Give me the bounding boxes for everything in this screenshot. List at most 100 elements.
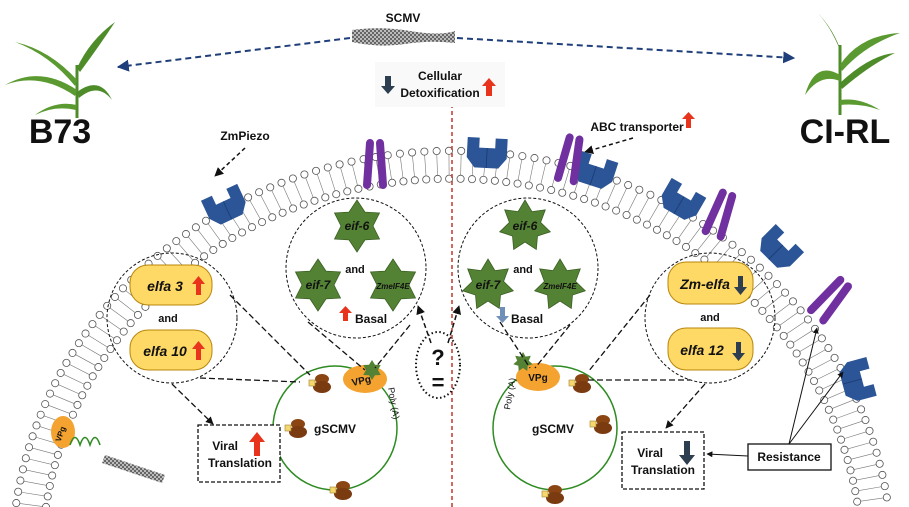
lipid-head: [830, 353, 839, 362]
lipid-head: [153, 251, 162, 260]
lipid-head: [824, 405, 833, 414]
small-star-icon: [363, 360, 381, 380]
lipid-head: [506, 150, 515, 159]
lipid-head: [247, 223, 256, 232]
lipid-head: [41, 400, 50, 409]
question-equal: ? =: [415, 305, 462, 399]
down-arrow-icon: [734, 276, 747, 295]
lipid-head: [83, 381, 92, 390]
cell-membrane: [12, 146, 891, 507]
virion-icon: [352, 28, 455, 46]
lipid-head: [18, 465, 27, 474]
lipid-head: [788, 297, 797, 306]
lipid-head: [468, 175, 477, 184]
lipid-head: [347, 157, 356, 166]
channel-protein-icon: [839, 357, 877, 401]
eif-star: eif-6: [333, 199, 381, 253]
lipid-head: [456, 174, 465, 183]
lipid-head: [332, 190, 341, 199]
lipid-head: [126, 319, 135, 328]
lipid-head: [569, 191, 578, 200]
lipid-head: [88, 320, 97, 329]
lipid-head: [43, 492, 52, 501]
lipid-head: [420, 147, 429, 156]
basal-label: Basal: [511, 312, 543, 326]
lipid-head: [335, 160, 344, 169]
lipid-head: [837, 435, 846, 444]
up-arrow-icon: [192, 341, 205, 360]
lipid-head: [755, 263, 764, 272]
up-arrow-icon: [249, 432, 265, 456]
lipid-head: [653, 225, 662, 234]
lipid-head: [68, 348, 77, 357]
lipid-head: [36, 410, 45, 419]
lipid-head: [445, 174, 454, 183]
and-label: and: [158, 313, 178, 325]
lipid-head: [172, 237, 181, 246]
lipid-head: [601, 202, 610, 211]
lipid-head: [278, 208, 287, 217]
star-icon: [333, 199, 381, 253]
lipid-head: [772, 280, 781, 289]
abc-transporter-icon: [807, 275, 852, 325]
svg-text:eif-7: eif-7: [476, 278, 502, 292]
down-arrow-icon: [732, 342, 745, 361]
lipid-head: [110, 292, 119, 301]
lipid-head: [14, 487, 23, 496]
right-elfa-box-1: Zm-elfa: [667, 261, 754, 305]
lipid-head: [691, 249, 700, 258]
lipid-head: [32, 421, 41, 430]
eif-star: eif-7: [461, 258, 515, 310]
lipid-head: [632, 215, 641, 224]
lipid-head: [395, 149, 404, 158]
lipid-head: [815, 386, 824, 395]
scmv-virion: SCMV: [352, 11, 455, 46]
lipid-head: [181, 230, 190, 239]
channel-protein-icon: [200, 183, 246, 225]
lipid-head: [803, 315, 812, 324]
lipid-head: [662, 231, 671, 240]
lipid-head: [779, 331, 788, 340]
channel-protein-icon: [466, 136, 508, 169]
lipid-head: [872, 448, 881, 457]
vpg-icon: [51, 416, 75, 448]
basal-down-arrow-icon: [496, 307, 509, 323]
lipid-head: [162, 244, 171, 253]
ribosome-icon: [308, 374, 331, 393]
lipid-head: [612, 206, 621, 215]
gscmv-label: gSCMV: [314, 422, 356, 436]
ribosome-icon: [329, 481, 352, 500]
svg-text:eif-6: eif-6: [513, 219, 538, 233]
lipid-head: [810, 376, 819, 385]
svg-text:Viral: Viral: [212, 439, 238, 453]
b73-label: B73: [29, 113, 91, 151]
lipid-head: [765, 315, 774, 324]
lipid-head: [853, 497, 862, 506]
lipid-head: [524, 181, 533, 190]
lipid-head: [786, 340, 795, 349]
lipid-head: [218, 239, 227, 248]
left-translation-box: Viral Translation: [197, 424, 281, 483]
lipid-head: [764, 271, 773, 280]
lipid-head: [612, 176, 621, 185]
polya-label: Poly (A): [386, 387, 401, 420]
lipid-head: [750, 298, 759, 307]
lipid-head: [289, 204, 298, 213]
channel-protein-icon: [574, 150, 619, 189]
resistance-box: Resistance: [706, 327, 844, 471]
right-elfa-box-2: elfa 12: [667, 327, 754, 371]
lipid-head: [433, 174, 442, 183]
lipid-head: [299, 200, 308, 209]
svg-text:eif-6: eif-6: [345, 219, 370, 233]
lipid-head: [624, 181, 633, 190]
lipid-head: [547, 186, 556, 195]
equal-sign: =: [432, 370, 445, 395]
lipid-head: [408, 148, 417, 157]
svg-text:eif-7: eif-7: [306, 278, 332, 292]
lipid-head: [343, 187, 352, 196]
lipid-head: [255, 188, 264, 197]
lipid-head: [383, 151, 392, 160]
lipid-head: [277, 178, 286, 187]
lipid-head: [513, 179, 522, 188]
lipid-head: [622, 210, 631, 219]
